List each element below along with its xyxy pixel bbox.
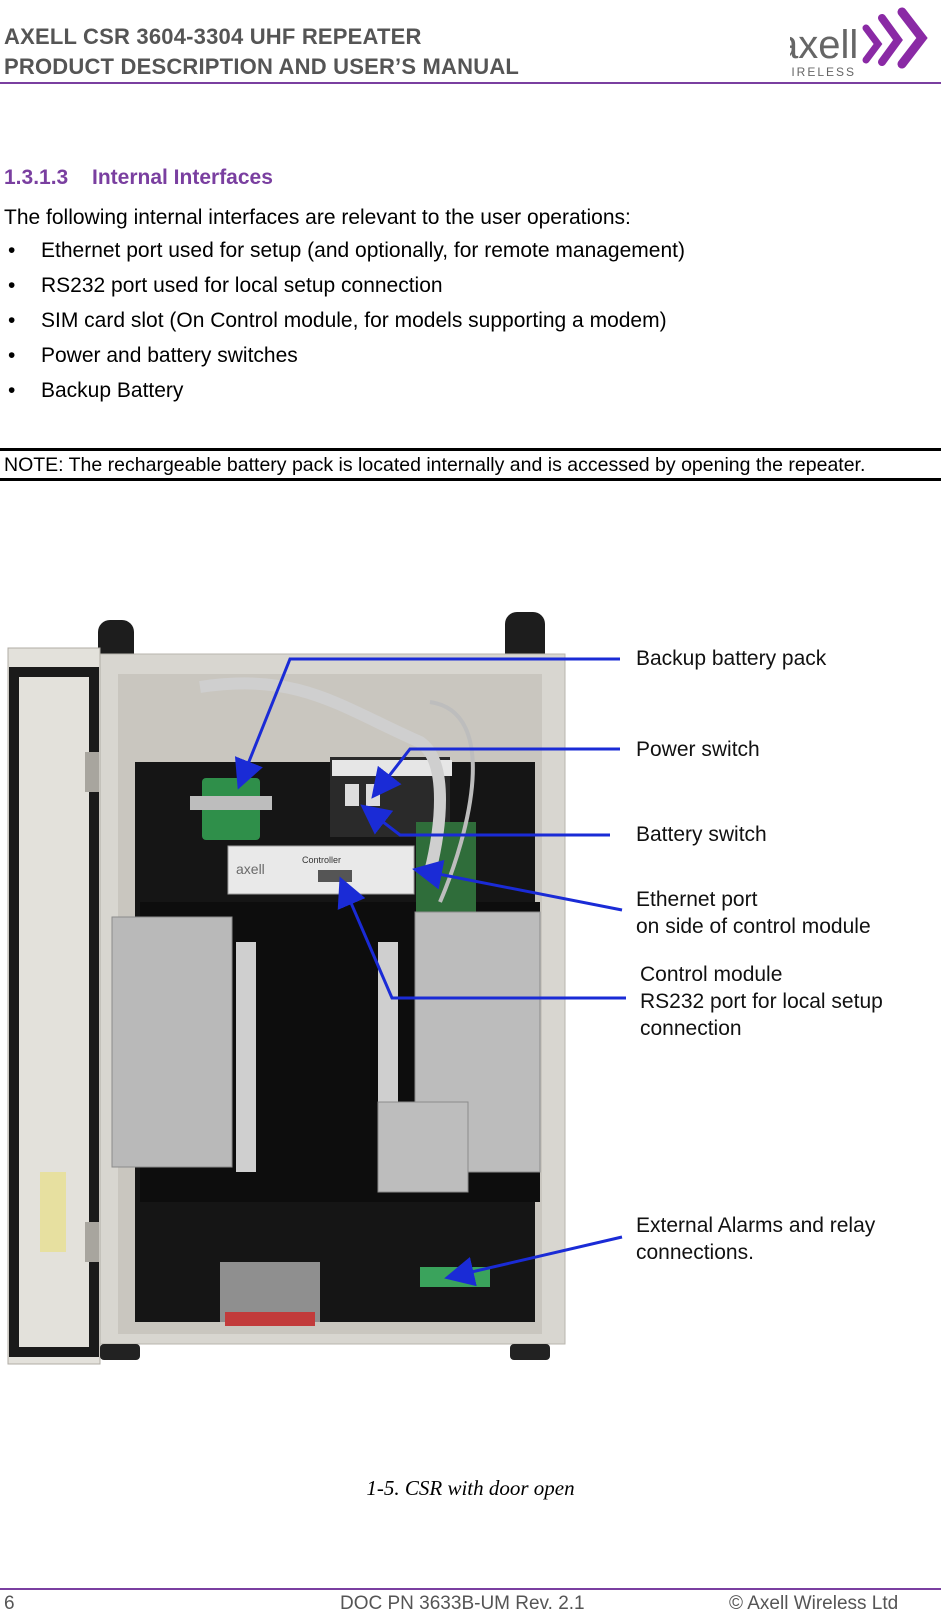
callout-battery-switch: Battery switch bbox=[636, 823, 767, 846]
power-switch-shape bbox=[345, 784, 359, 806]
callout-alarms-line2: connections. bbox=[636, 1241, 754, 1264]
copyright: © Axell Wireless Ltd bbox=[729, 1593, 899, 1614]
hinge-top bbox=[85, 752, 99, 792]
document-header: AXELL CSR 3604-3304 UHF REPEATER PRODUCT… bbox=[4, 22, 519, 82]
doc-number: DOC PN 3633B-UM Rev. 2.1 bbox=[340, 1593, 585, 1614]
logo-chevron-3 bbox=[897, 7, 928, 69]
bullet-icon: • bbox=[8, 239, 16, 262]
bullet-icon: • bbox=[8, 379, 16, 402]
callout-ethernet-line2: on side of control module bbox=[636, 915, 871, 938]
ground-wire bbox=[40, 1172, 66, 1252]
header-line-2: PRODUCT DESCRIPTION AND USER’S MANUAL bbox=[4, 54, 520, 79]
callout-backup-battery: Backup battery pack bbox=[636, 647, 827, 670]
hinge-bottom bbox=[85, 1222, 99, 1262]
section-heading: 1.3.1.3 Internal Interfaces bbox=[4, 166, 273, 190]
list-item-text: Ethernet port used for setup (and option… bbox=[41, 239, 685, 262]
list-item: • Ethernet port used for setup (and optio… bbox=[0, 236, 685, 271]
foot-left bbox=[100, 1344, 140, 1360]
axell-logo: axell WIRELESS bbox=[790, 7, 928, 78]
arrow-backup-battery bbox=[234, 657, 620, 790]
door-gasket bbox=[9, 667, 99, 1357]
rs232-port bbox=[318, 870, 352, 882]
foot-right bbox=[510, 1344, 550, 1360]
list-item: • RS232 port used for local setup connect… bbox=[0, 271, 685, 306]
logo-word: axell bbox=[790, 23, 858, 67]
battery-strap bbox=[190, 796, 272, 810]
footer-rule bbox=[0, 1588, 941, 1590]
rf-module-small bbox=[377, 1101, 469, 1193]
control-module-logo: axell bbox=[236, 861, 265, 877]
list-item: • Backup Battery bbox=[0, 376, 685, 411]
rf-module-left bbox=[111, 916, 233, 1168]
cable-bundle bbox=[199, 677, 446, 874]
callout-alarms-line1: External Alarms and relay bbox=[636, 1214, 876, 1237]
connector-strip-left bbox=[236, 942, 256, 1172]
callout-power-switch: Power switch bbox=[636, 738, 760, 761]
repeater-photo: axell Controller Backup battery pack Pow… bbox=[7, 612, 883, 1365]
section-number: 1.3.1.3 bbox=[4, 166, 69, 189]
note-rule-top bbox=[0, 448, 941, 451]
note-text: NOTE: The rechargeable battery pack is l… bbox=[4, 454, 866, 476]
cable bbox=[429, 700, 475, 903]
logo-chevron-1 bbox=[862, 24, 883, 64]
section-intro: The following internal interfaces are re… bbox=[4, 206, 631, 229]
bullet-icon: • bbox=[8, 274, 16, 297]
list-item: • SIM card slot (On Control module, for m… bbox=[0, 306, 685, 341]
note-rule-bottom bbox=[0, 478, 941, 481]
figure-caption: 1-5. CSR with door open bbox=[366, 1476, 575, 1500]
arrow-power-switch bbox=[371, 747, 620, 799]
list-item: • Power and battery switches bbox=[0, 341, 685, 376]
logo-subtext: WIRELESS bbox=[790, 65, 856, 78]
callout-control-line3: connection bbox=[640, 1017, 742, 1040]
arrow-battery-switch bbox=[360, 804, 610, 837]
arrow-rs232-port bbox=[337, 876, 626, 1000]
battery-switch-shape bbox=[366, 784, 380, 806]
list-item-text: SIM card slot (On Control module, for mo… bbox=[41, 309, 667, 332]
arrow-alarms bbox=[444, 1235, 623, 1287]
section-title: Internal Interfaces bbox=[92, 166, 273, 189]
callout-control-line1: Control module bbox=[640, 963, 782, 986]
page-number: 6 bbox=[4, 1593, 15, 1614]
bullet-icon: • bbox=[8, 309, 16, 332]
control-module-label: Controller bbox=[302, 855, 341, 865]
list-item-text: Backup Battery bbox=[41, 379, 184, 402]
header-rule bbox=[0, 82, 941, 84]
callout-control-line2: RS232 port for local setup bbox=[640, 990, 883, 1013]
callout-ethernet-line1: Ethernet port bbox=[636, 888, 758, 911]
terminal-block-red bbox=[225, 1312, 315, 1326]
logo-chevron-2 bbox=[878, 14, 903, 66]
list-item-text: RS232 port used for local setup connecti… bbox=[41, 274, 443, 297]
bullet-icon: • bbox=[8, 344, 16, 367]
header-line-1: AXELL CSR 3604-3304 UHF REPEATER bbox=[4, 24, 422, 49]
arrow-ethernet-port bbox=[412, 859, 623, 912]
interfaces-list: • Ethernet port used for setup (and optio… bbox=[0, 236, 685, 411]
list-item-text: Power and battery switches bbox=[41, 344, 298, 367]
